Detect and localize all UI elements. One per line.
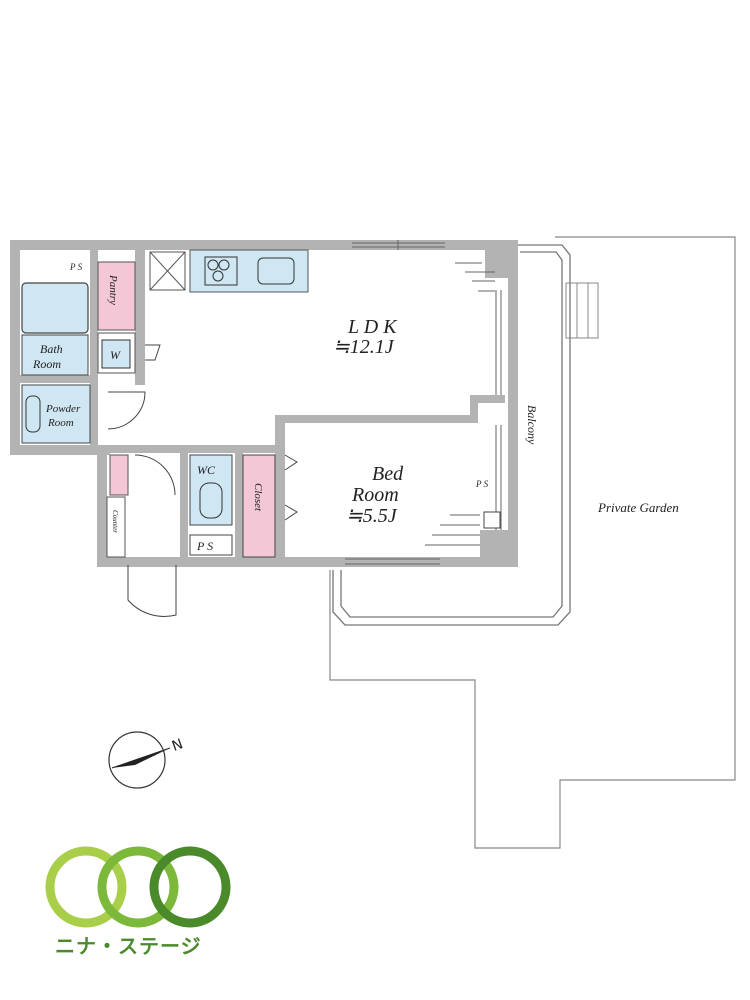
bath-floor (21, 334, 89, 376)
vanity-sink (25, 395, 41, 433)
ldk-size: ≒12.1J (333, 336, 395, 358)
ps-bed-label: P S (475, 479, 489, 489)
balcony-label: Balcony (525, 405, 539, 445)
private-garden-outline (329, 236, 736, 849)
bed-size: ≒5.5J (346, 505, 398, 527)
ldk-label: L D K (347, 316, 398, 338)
private-garden-label: Private Garden (597, 500, 679, 515)
brand-name: ニナ・ステージ (55, 934, 202, 958)
bath-room-label-1: Bath (40, 342, 63, 356)
wc-room (189, 454, 233, 526)
pantry-label: Pantry (107, 274, 119, 305)
ps-top-label: P S (69, 262, 83, 272)
closet-label: Closet (252, 483, 264, 512)
interior-walls (20, 250, 505, 565)
balcony (332, 244, 571, 626)
bed-label-1: Bed (372, 463, 404, 485)
washer-icon (101, 339, 131, 369)
entry-shoe-storage (109, 454, 129, 496)
powder-room-label-1: Powder (45, 403, 81, 415)
ps-label: P S (196, 539, 213, 553)
ldk-floor-marks (425, 262, 495, 546)
exterior-walls (10, 240, 518, 567)
wc-label: WC (197, 463, 216, 477)
compass: N (108, 731, 185, 789)
bath-room-label-2: Room (32, 357, 61, 371)
pantry (97, 261, 136, 331)
bathtub (21, 282, 89, 334)
ps-box (189, 534, 233, 556)
ps-bed-box (483, 511, 501, 529)
bed-label-2: Room (351, 484, 399, 506)
kitchen-counter (189, 249, 309, 293)
closet (242, 454, 276, 558)
ldk-windows (345, 240, 502, 565)
doors (107, 344, 298, 617)
powder-room (21, 384, 91, 444)
entry-counter (106, 496, 126, 558)
compass-north-label: N (170, 736, 185, 755)
counter-label: Counter (111, 510, 119, 533)
logo-rings (45, 846, 231, 928)
washer-label: W (110, 348, 121, 362)
fridge-space (149, 251, 186, 291)
powder-room-label-2: Room (47, 417, 74, 429)
garden-steps (565, 282, 599, 339)
toilet-icon (199, 482, 223, 519)
